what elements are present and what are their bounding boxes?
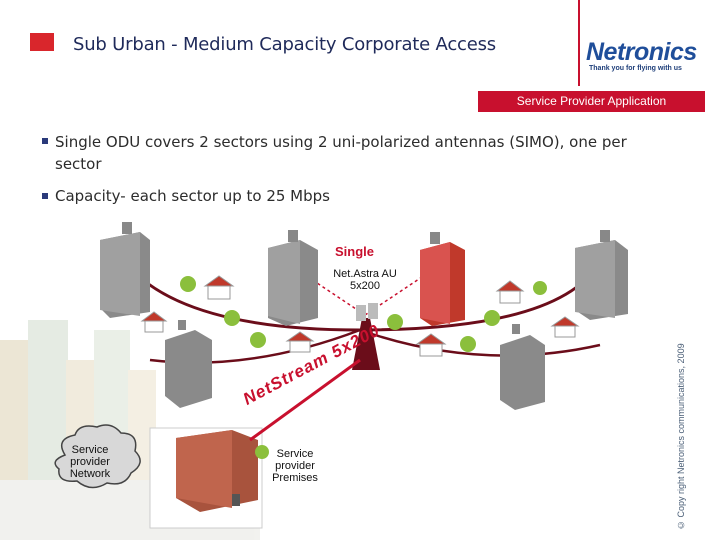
premises-label: Service provider Premises: [272, 448, 318, 484]
title-square-icon: [30, 33, 54, 51]
bullet-icon: [42, 193, 48, 199]
building-right-icon: [575, 230, 628, 320]
header-divider: [578, 0, 580, 86]
building-center-left-icon: [268, 230, 318, 326]
network-diagram: [0, 222, 628, 540]
logo-tagline: Thank you for flying with us: [589, 65, 682, 72]
building-lower-right-icon: [500, 324, 545, 410]
cloud-icon: [54, 424, 141, 489]
copyright-text: © Copy right Netronics communications, 2…: [676, 343, 686, 530]
cloud-label: Service provider Network: [69, 444, 111, 480]
bullet-text: Capacity- each sector up to 25 Mbps: [55, 187, 330, 205]
au-label: Net.Astra AU 5x200: [333, 268, 397, 292]
slide-title: Sub Urban - Medium Capacity Corporate Ac…: [73, 34, 496, 55]
link-premises-to-tower: [249, 358, 361, 442]
building-left-icon: [100, 222, 150, 318]
premises-building-icon: [149, 427, 263, 529]
tower-icon: [352, 303, 380, 370]
building-center-right-icon: [420, 232, 465, 326]
logo-wordmark: Netronics: [586, 38, 697, 66]
sector-arc-lower-right: [359, 328, 601, 357]
service-provider-banner: Service Provider Application: [478, 91, 705, 112]
bullet-text: Single ODU covers 2 sectors using 2 uni-…: [55, 133, 627, 173]
house-icons: [140, 275, 580, 357]
bullet-icon: [42, 138, 48, 144]
logo: Netronics Thank you for flying with us: [586, 38, 697, 72]
tree-icons: [180, 276, 547, 459]
single-label: Single: [335, 244, 375, 259]
building-lower-left-icon: [165, 320, 212, 408]
